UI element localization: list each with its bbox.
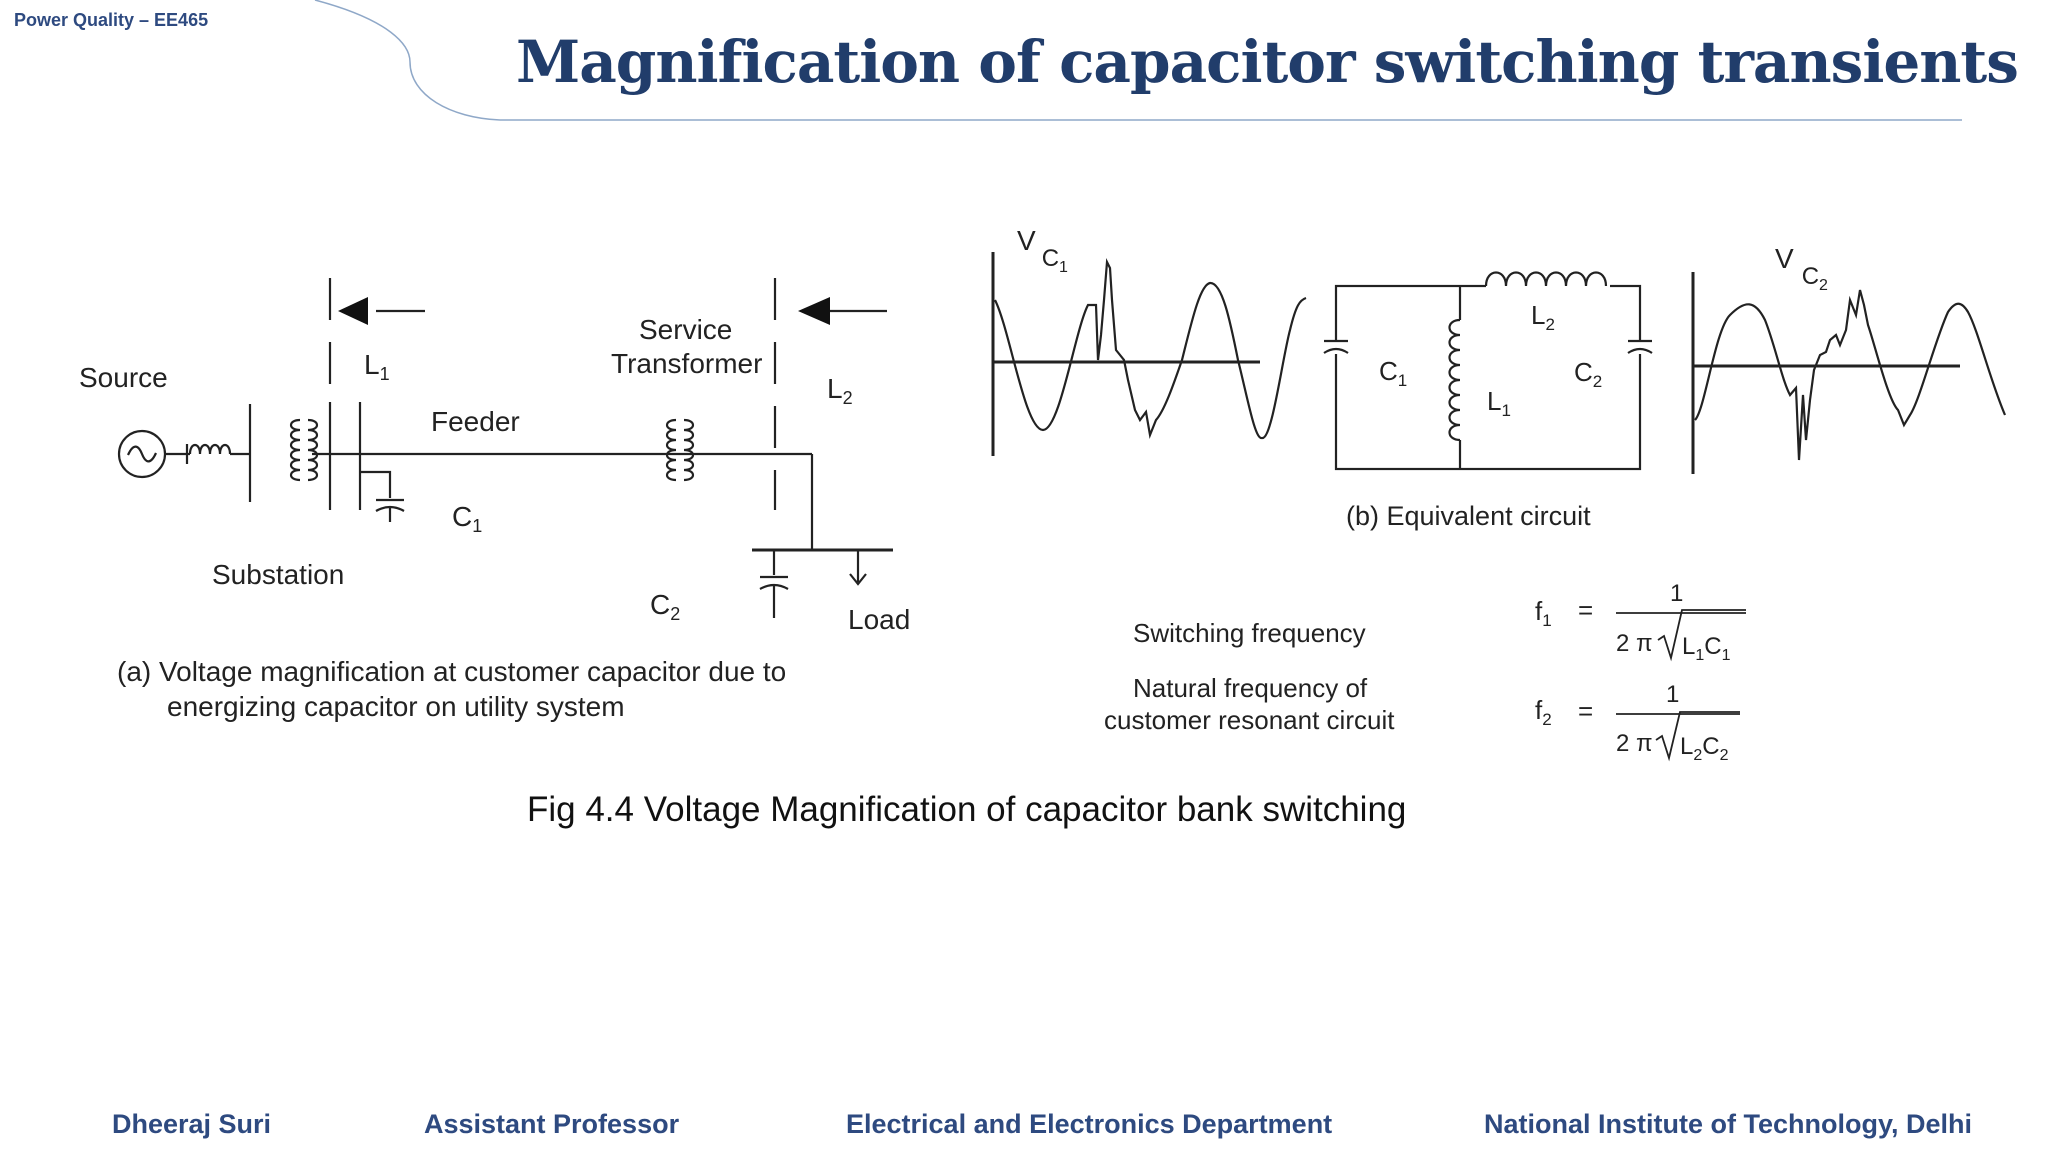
label-substation: Substation	[212, 559, 344, 590]
f1-two-pi: 2 π	[1616, 630, 1653, 657]
label-load: Load	[848, 604, 910, 635]
figure-caption: Fig 4.4 Voltage Magnification of capacit…	[527, 790, 1407, 829]
measurement-markers	[328, 278, 887, 510]
f2-two-pi: 2 π	[1616, 730, 1653, 757]
header-curve	[314, 0, 501, 121]
footer-designation: Assistant Professor	[424, 1109, 680, 1139]
caption-b: (b) Equivalent circuit	[1346, 501, 1591, 531]
equivalent-circuit	[1323, 271, 1653, 471]
label-eq-C2: C2	[1574, 357, 1602, 391]
label-L2: L2	[827, 373, 853, 408]
label-vc1: VC1	[1017, 225, 1068, 276]
f2-denominator: L2C2	[1680, 733, 1729, 764]
natural-frequency-line1: Natural frequency of	[1133, 673, 1368, 703]
f1-symbol: f1	[1535, 596, 1552, 630]
course-tag: Power Quality – EE465	[14, 10, 209, 30]
f1-denominator: L1C1	[1682, 633, 1731, 664]
arrow-left-1	[338, 297, 368, 325]
label-eq-C1: C1	[1379, 356, 1407, 390]
f2-equals: =	[1578, 696, 1593, 726]
arrow-left-2	[798, 297, 830, 325]
formula-strokes	[1616, 609, 1746, 762]
caption-a-line2: energizing capacitor on utility system	[167, 691, 625, 722]
label-L1: L1	[364, 349, 390, 384]
f1-equals: =	[1578, 595, 1593, 625]
f1-numerator: 1	[1670, 580, 1683, 607]
vc1-waveform-plot	[991, 252, 1307, 456]
vc2-waveform-plot	[1691, 272, 2007, 474]
label-eq-L1: L1	[1487, 386, 1511, 420]
label-feeder: Feeder	[431, 406, 520, 437]
source-inductor	[188, 443, 232, 455]
switching-frequency-label: Switching frequency	[1133, 618, 1366, 648]
caption-a-line1: (a) Voltage magnification at customer ca…	[117, 656, 786, 687]
label-C2: C2	[650, 589, 680, 624]
natural-frequency-line2: customer resonant circuit	[1104, 705, 1395, 735]
label-eq-L2: L2	[1531, 300, 1555, 334]
f2-symbol: f2	[1535, 695, 1552, 729]
footer-department: Electrical and Electronics Department	[846, 1109, 1333, 1139]
label-C1: C1	[452, 501, 482, 536]
one-line-diagram	[117, 402, 893, 618]
slide-title: Magnification of capacitor switching tra…	[516, 28, 2019, 96]
label-transformer: Transformer	[611, 348, 762, 379]
label-source: Source	[79, 362, 168, 393]
substation-transformer	[289, 418, 301, 482]
footer-institute: National Institute of Technology, Delhi	[1484, 1109, 1973, 1139]
label-service: Service	[639, 314, 732, 345]
label-vc2: VC2	[1775, 243, 1828, 294]
f2-numerator: 1	[1666, 681, 1679, 708]
footer-name: Dheeraj Suri	[112, 1109, 272, 1139]
service-transformer	[665, 418, 677, 482]
